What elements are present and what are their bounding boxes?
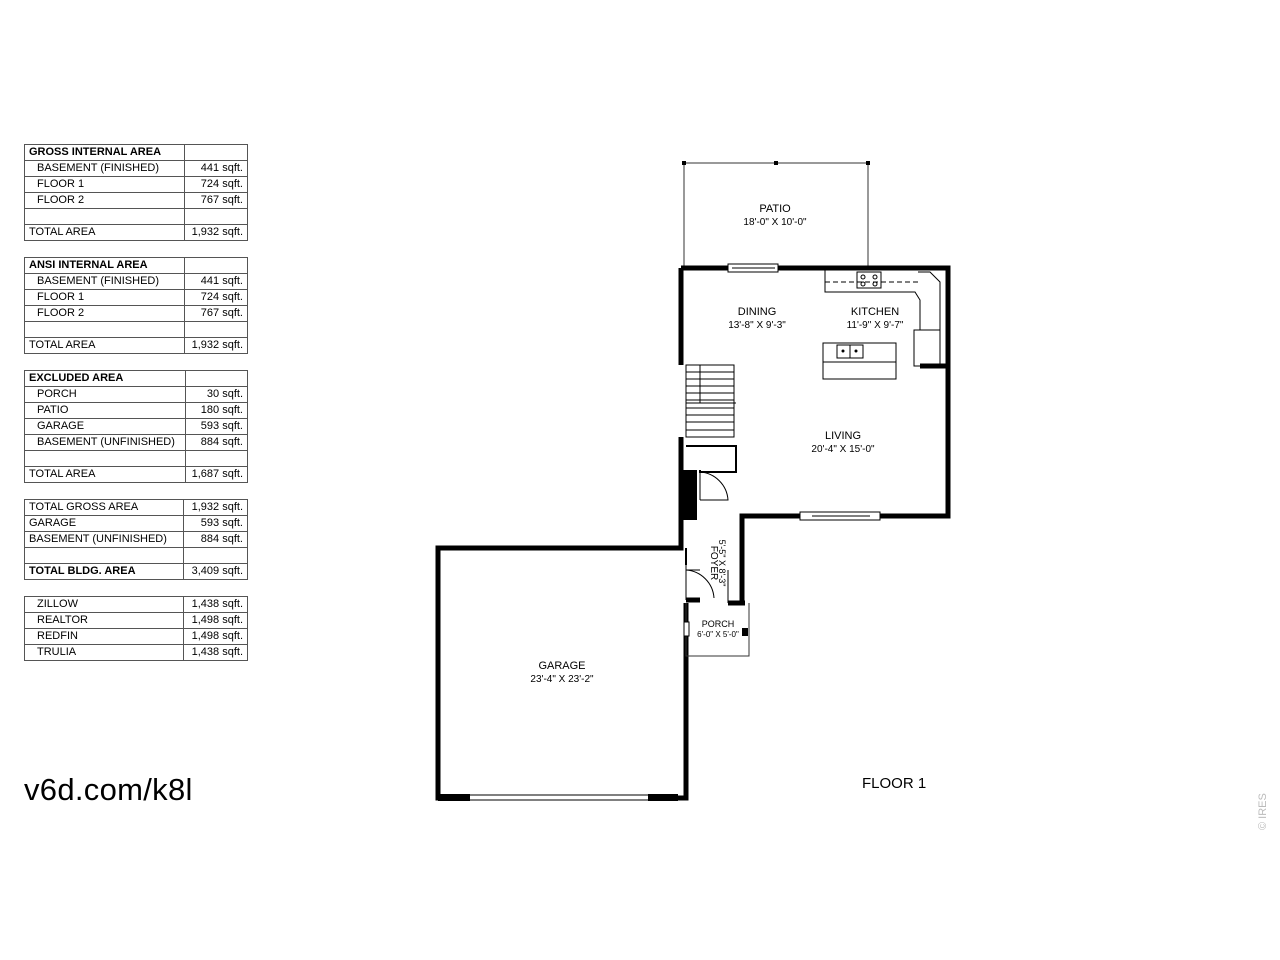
summary-area-table: TOTAL GROSS AREA 1,932 sqft. GARAGE 593 … (23, 499, 248, 580)
room-dim-kitchen: 11'-9" X 9'-7" (847, 320, 904, 331)
short-url-link[interactable]: v6d.com/k8l (24, 772, 193, 807)
row-value: 1,438 sqft. (183, 644, 248, 661)
room-name-kitchen: KITCHEN (851, 306, 899, 318)
table-row: GARAGE 593 sqft. (23, 515, 248, 532)
row-value: 724 sqft. (184, 176, 248, 193)
row-value: 767 sqft. (184, 192, 248, 209)
closet-door (699, 471, 729, 501)
total-label: TOTAL AREA (23, 224, 186, 241)
table-row: BASEMENT (FINISHED) 441 sqft. (23, 160, 248, 177)
table-row: PATIO 180 sqft. (24, 402, 249, 419)
total-label: TOTAL BLDG. AREA (23, 563, 185, 580)
foyer-label: FOYER 5'-5" X 8'-3" (708, 540, 727, 587)
room-name-porch: PORCH (702, 619, 735, 629)
front-door (685, 565, 729, 603)
total-row: TOTAL AREA 1,932 sqft. (24, 337, 248, 354)
total-value: 1,932 sqft. (184, 337, 248, 354)
room-dim-foyer: 5'-5" X 8'-3" (717, 540, 727, 587)
table-row: TRULIA 1,438 sqft. (23, 644, 248, 661)
porch-light (683, 621, 690, 637)
table-header: ANSI INTERNAL AREA (24, 257, 185, 274)
table-row: PORCH 30 sqft. (24, 386, 249, 403)
listing-sites-table: ZILLOW 1,438 sqft. REALTOR 1,498 sqft. R… (23, 596, 248, 661)
room-dim-dining: 13'-8" X 9'-3" (728, 320, 786, 331)
ansi-internal-area-table: ANSI INTERNAL AREA BASEMENT (FINISHED) 4… (24, 257, 248, 354)
house-walls (435, 265, 951, 801)
total-label: TOTAL AREA (24, 466, 186, 483)
table-row: FLOOR 1 724 sqft. (24, 289, 248, 306)
total-value: 1,687 sqft. (184, 466, 249, 483)
table-row: FLOOR 2 767 sqft. (24, 305, 248, 322)
total-value: 1,932 sqft. (184, 224, 248, 241)
kitchen-counter (824, 270, 941, 367)
patio-door (727, 263, 779, 273)
row-value: 724 sqft. (184, 289, 248, 306)
total-value: 3,409 sqft. (183, 563, 248, 580)
row-value: 1,932 sqft. (183, 499, 248, 516)
total-label: TOTAL AREA (24, 337, 185, 354)
excluded-area-table: EXCLUDED AREA PORCH 30 sqft. PATIO 180 s… (24, 370, 249, 483)
table-row: FLOOR 1 724 sqft. (23, 176, 248, 193)
room-name-living: LIVING (825, 430, 861, 442)
stairs (685, 364, 736, 438)
row-label: FLOOR 1 (23, 176, 186, 193)
interior-lines (685, 445, 737, 565)
total-row: TOTAL AREA 1,932 sqft. (23, 224, 248, 241)
floor-label: FLOOR 1 (862, 775, 927, 792)
gross-internal-area-table: GROSS INTERNAL AREA BASEMENT (FINISHED) … (23, 144, 248, 241)
garage-pier-right (648, 794, 678, 801)
room-dim-patio: 18'-0" X 10'-0" (743, 217, 807, 228)
area-tables: GROSS INTERNAL AREA BASEMENT (FINISHED) … (23, 144, 249, 677)
table-header-row: ANSI INTERNAL AREA (24, 257, 248, 274)
row-label: TRULIA (23, 644, 185, 661)
table-row: FLOOR 2 767 sqft. (23, 192, 248, 209)
room-dim-porch: 6'-0" X 5'-0" (697, 630, 739, 639)
row-value: 180 sqft. (184, 402, 249, 419)
garage-door (470, 794, 648, 801)
room-dim-garage: 23'-4" X 23'-2" (530, 674, 594, 685)
porch-post (742, 628, 748, 636)
room-name-patio: PATIO (759, 203, 791, 215)
total-row: TOTAL BLDG. AREA 3,409 sqft. (23, 563, 248, 580)
living-window (799, 511, 881, 521)
patio-markers (682, 161, 870, 165)
total-row: TOTAL AREA 1,687 sqft. (24, 466, 249, 483)
wall-pier (681, 470, 697, 520)
room-dim-living: 20'-4" X 15'-0" (811, 444, 875, 455)
kitchen-island (822, 342, 897, 380)
room-name-foyer: FOYER (708, 546, 719, 580)
room-name-garage: GARAGE (538, 660, 585, 672)
garage-pier-left (438, 794, 470, 801)
room-name-dining: DINING (738, 306, 777, 318)
kitchen-stove-icon (856, 271, 882, 289)
table-row: ZILLOW 1,438 sqft. (23, 596, 248, 613)
row-value: 593 sqft. (183, 515, 248, 532)
row-value: 1,498 sqft. (183, 628, 248, 645)
